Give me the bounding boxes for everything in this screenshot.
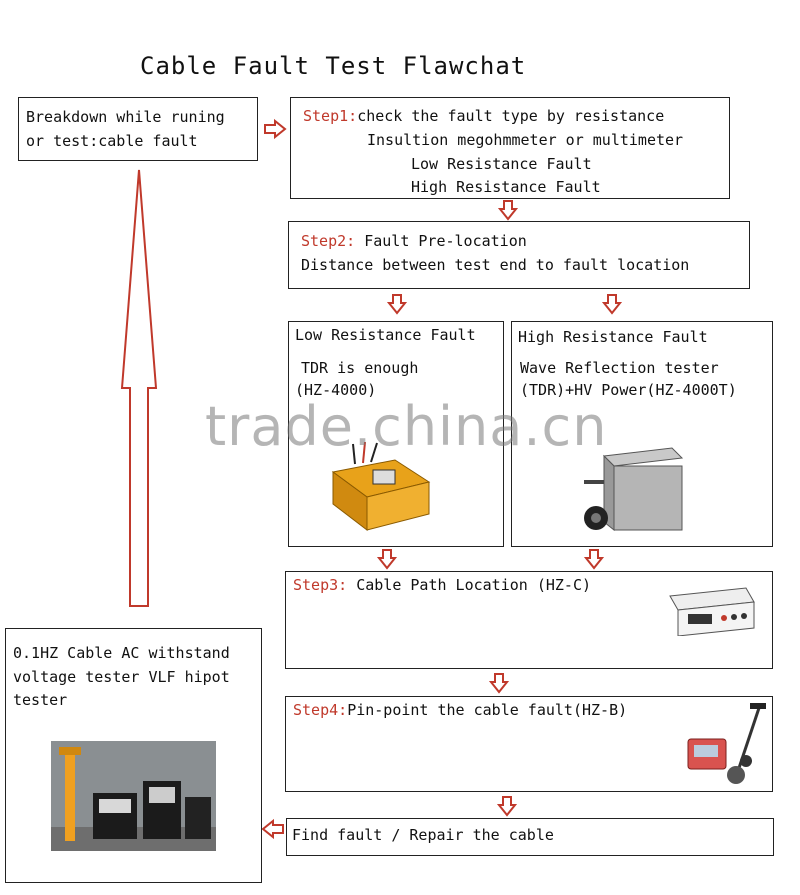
step4-label: Step4: [293, 701, 347, 719]
step3-box: Step3: Cable Path Location (HZ-C) [285, 571, 773, 669]
start-box: Breakdown while runing or test:cable fau… [18, 97, 258, 161]
find-fault-box: Find fault / Repair the cable [286, 818, 774, 856]
pinpoint-device-image [684, 703, 772, 787]
step1-box: Step1:check the fault type by resistance… [290, 97, 730, 199]
big-up-arrow-icon [120, 168, 158, 608]
step1-line-2: Insultion megohmmeter or multimeter [367, 131, 683, 149]
find-fault-text: Find fault / Repair the cable [292, 826, 554, 844]
chart-title: Cable Fault Test Flawchat [140, 52, 526, 80]
arrow-down-icon [603, 294, 621, 314]
step1-line-4: High Resistance Fault [411, 178, 601, 196]
watermark: trade.china.cn [205, 395, 607, 458]
low-box-title: Low Resistance Fault [295, 326, 476, 344]
step3-text: Cable Path Location (HZ-C) [347, 576, 591, 594]
arrow-down-icon [388, 294, 406, 314]
arrow-down-icon [585, 549, 603, 569]
step1-text: check the fault type by resistance [357, 107, 664, 125]
step4-box: Step4:Pin-point the cable fault(HZ-B) [285, 696, 773, 792]
step4-text: Pin-point the cable fault(HZ-B) [347, 701, 627, 719]
step2-label: Step2: [301, 232, 355, 250]
vlf-line-2: voltage tester VLF hipot [13, 668, 230, 686]
start-line-1: Breakdown while runing [26, 108, 225, 126]
step4-heading: Step4:Pin-point the cable fault(HZ-B) [293, 701, 627, 719]
low-box-line-2: TDR is enough [301, 359, 418, 377]
arrow-down-icon [378, 549, 396, 569]
arrow-down-icon [499, 200, 517, 220]
step2-line-2: Distance between test end to fault locat… [301, 256, 689, 274]
high-box-line-2: Wave Reflection tester [520, 359, 719, 377]
step2-heading: Step2: Fault Pre-location [301, 232, 527, 250]
vlf-line-3: tester [13, 691, 67, 709]
vlf-line-1: 0.1HZ Cable AC withstand [13, 644, 230, 662]
arrow-down-icon [498, 796, 516, 816]
vlf-device-image [51, 741, 216, 851]
arrow-left-icon [262, 821, 284, 837]
start-line-2: or test:cable fault [26, 132, 198, 150]
step1-label: Step1: [303, 107, 357, 125]
arrow-down-icon [490, 673, 508, 693]
high-box-title: High Resistance Fault [518, 328, 708, 346]
vlf-tester-box: 0.1HZ Cable AC withstand voltage tester … [5, 628, 262, 883]
step2-box: Step2: Fault Pre-location Distance betwe… [288, 221, 750, 289]
path-locator-device-image [666, 578, 756, 636]
step2-text: Fault Pre-location [355, 232, 527, 250]
step3-heading: Step3: Cable Path Location (HZ-C) [293, 576, 591, 594]
step1-heading: Step1:check the fault type by resistance [303, 107, 664, 125]
step3-label: Step3: [293, 576, 347, 594]
step1-line-3: Low Resistance Fault [411, 155, 592, 173]
arrow-right-icon [264, 121, 286, 137]
